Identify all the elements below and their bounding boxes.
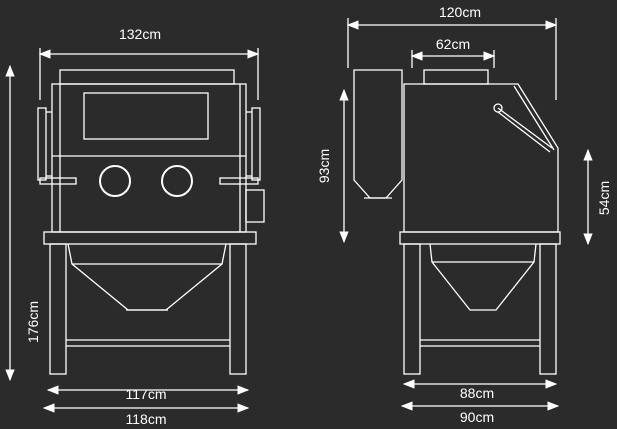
side-leg-left (403, 243, 421, 375)
front-leg-right (229, 243, 247, 375)
front-window (83, 92, 209, 140)
label-54cm: 54cm (596, 181, 612, 215)
shelf-right (219, 177, 259, 185)
front-lid (59, 69, 235, 85)
side-table (399, 231, 561, 245)
front-hopper (67, 243, 227, 311)
front-dim-lines (5, 48, 260, 413)
glove-port-left (99, 165, 131, 197)
side-leg-right (539, 243, 557, 375)
side-view (353, 69, 561, 375)
front-view (37, 69, 265, 375)
side-hopper (429, 243, 537, 311)
side-lid (423, 69, 489, 85)
handle-right (251, 107, 261, 181)
label-118cm: 118cm (126, 411, 167, 427)
side-box (245, 189, 265, 223)
side-dim-lines (339, 18, 593, 411)
label-93cm: 93cm (316, 149, 332, 183)
label-132cm: 132cm (119, 26, 161, 42)
side-back-hopper (353, 69, 403, 199)
label-90cm: 90cm (460, 409, 494, 425)
handle-left (37, 107, 47, 181)
front-table (43, 231, 257, 245)
label-120cm: 120cm (439, 4, 481, 20)
glove-port-right (161, 165, 193, 197)
label-62cm: 62cm (436, 36, 470, 52)
label-117cm: 117cm (126, 386, 167, 402)
front-leg-left (49, 243, 67, 375)
shelf-left (39, 177, 77, 185)
label-88cm: 88cm (460, 385, 494, 401)
front-body (51, 83, 247, 233)
label-176cm: 176cm (25, 301, 41, 343)
side-body (403, 83, 559, 233)
